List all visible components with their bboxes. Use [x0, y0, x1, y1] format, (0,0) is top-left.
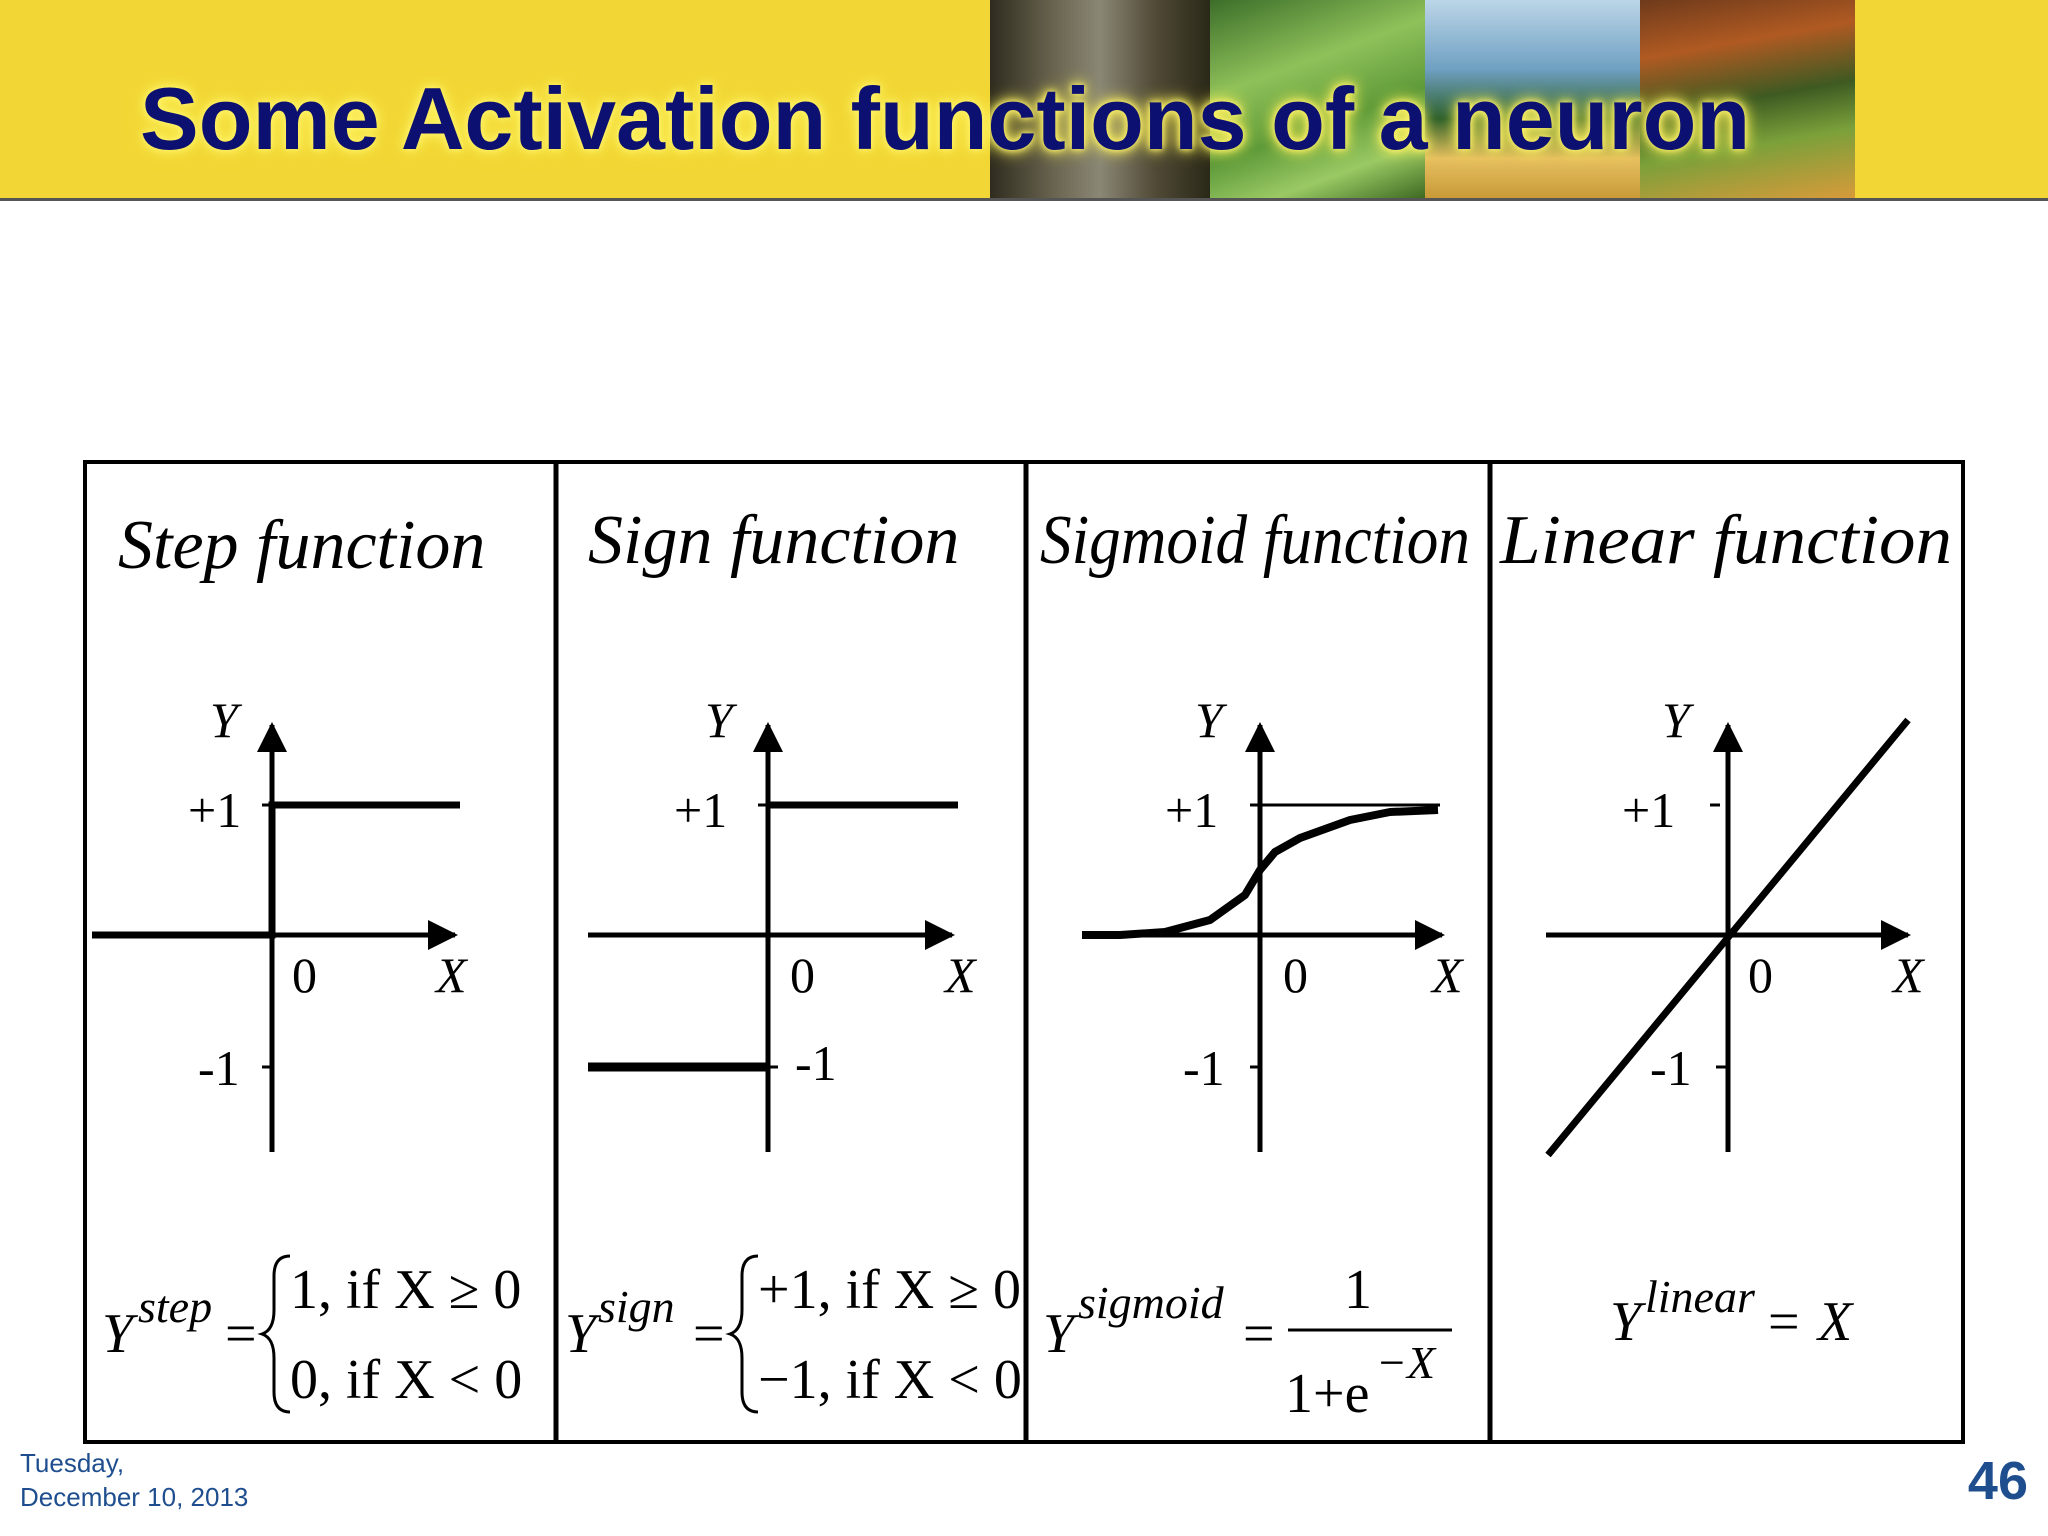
formula-y: Y — [565, 1303, 602, 1365]
formula-equals: = — [1243, 1303, 1275, 1365]
tick-label-minus-one: -1 — [795, 1035, 837, 1091]
panel-title: Sigmoid function — [1040, 502, 1470, 579]
formula-denominator: 1+e — [1285, 1363, 1369, 1425]
x-axis-label: X — [434, 947, 469, 1003]
step-function-curve — [92, 801, 460, 939]
header-photo-tree — [1640, 0, 1855, 198]
formula-equals: = — [1768, 1291, 1800, 1353]
formula-y: Y — [1043, 1303, 1080, 1365]
panel-title: Linear function — [1499, 502, 1952, 579]
formula-brace — [257, 1254, 291, 1414]
tick-label-plus-one: +1 — [188, 782, 241, 838]
tick-label-plus-one: +1 — [1165, 782, 1218, 838]
x-axis-label: X — [1891, 947, 1926, 1003]
tick-label-minus-one: -1 — [198, 1040, 240, 1096]
tick-label-plus-one: +1 — [1622, 782, 1675, 838]
formula-y: Y — [1610, 1291, 1647, 1353]
slide-title: Some Activation functions of a neuron — [140, 69, 1751, 168]
y-axis-label: Y — [705, 692, 738, 748]
panel-title: Sign function — [588, 502, 959, 579]
header-banner — [0, 0, 2048, 201]
y-axis-label: Y — [210, 692, 243, 748]
formula-superscript: sign — [598, 1281, 675, 1332]
footer-full-date: December 10, 2013 — [20, 1482, 249, 1512]
panel-linear: Linear function Y +1 -1 0 X Y linear = X — [1499, 502, 1952, 1353]
origin-label: 0 — [790, 947, 815, 1003]
sigmoid-function-curve — [1082, 806, 1439, 939]
footer-date: Tuesday, December 10, 2013 — [20, 1446, 248, 1514]
formula-brace — [725, 1254, 759, 1414]
formula-superscript: step — [138, 1281, 212, 1332]
y-axis-label: Y — [1662, 692, 1695, 748]
header-photo-stone — [990, 0, 1210, 198]
formula-numerator: 1 — [1344, 1259, 1372, 1321]
formula-case-1: +1, if X ≥ 0 — [758, 1259, 1021, 1321]
formula-case-2: −1, if X < 0 — [758, 1349, 1022, 1411]
formula-superscript: linear — [1645, 1271, 1756, 1322]
formula-rhs: X — [1816, 1291, 1855, 1353]
formula-denominator-exponent: −X — [1376, 1337, 1437, 1388]
y-axis-label: Y — [1195, 692, 1228, 748]
x-axis-label: X — [943, 947, 978, 1003]
header-photo-landscape — [1425, 0, 1640, 198]
footer-day: Tuesday, — [20, 1448, 125, 1478]
panel-title: Step function — [118, 507, 485, 584]
origin-label: 0 — [292, 947, 317, 1003]
formula-equals: = — [693, 1303, 725, 1365]
formula-case-1: 1, if X ≥ 0 — [290, 1259, 521, 1321]
tick-label-minus-one: -1 — [1650, 1040, 1692, 1096]
origin-label: 0 — [1748, 947, 1773, 1003]
linear-function-line — [1545, 717, 1911, 1158]
header-photo-field — [1210, 0, 1425, 198]
formula-equals: = — [225, 1303, 257, 1365]
tick-label-plus-one: +1 — [674, 782, 727, 838]
x-axis-label: X — [1430, 947, 1465, 1003]
formula-y: Y — [102, 1303, 139, 1365]
slide-number: 46 — [1967, 1451, 2028, 1511]
origin-label: 0 — [1283, 947, 1308, 1003]
formula-case-2: 0, if X < 0 — [290, 1349, 522, 1411]
panel-sign: Sign function Y +1 -1 0 X Y sign = +1, i… — [565, 502, 1022, 1414]
formula-superscript: sigmoid — [1078, 1277, 1225, 1328]
panel-sigmoid: Sigmoid function Y +1 -1 0 X Y sigmoid =… — [1040, 502, 1470, 1425]
tick-label-minus-one: -1 — [1183, 1040, 1225, 1096]
panel-step: Step function Y +1 -1 0 X Y step = 1, if… — [92, 507, 522, 1414]
